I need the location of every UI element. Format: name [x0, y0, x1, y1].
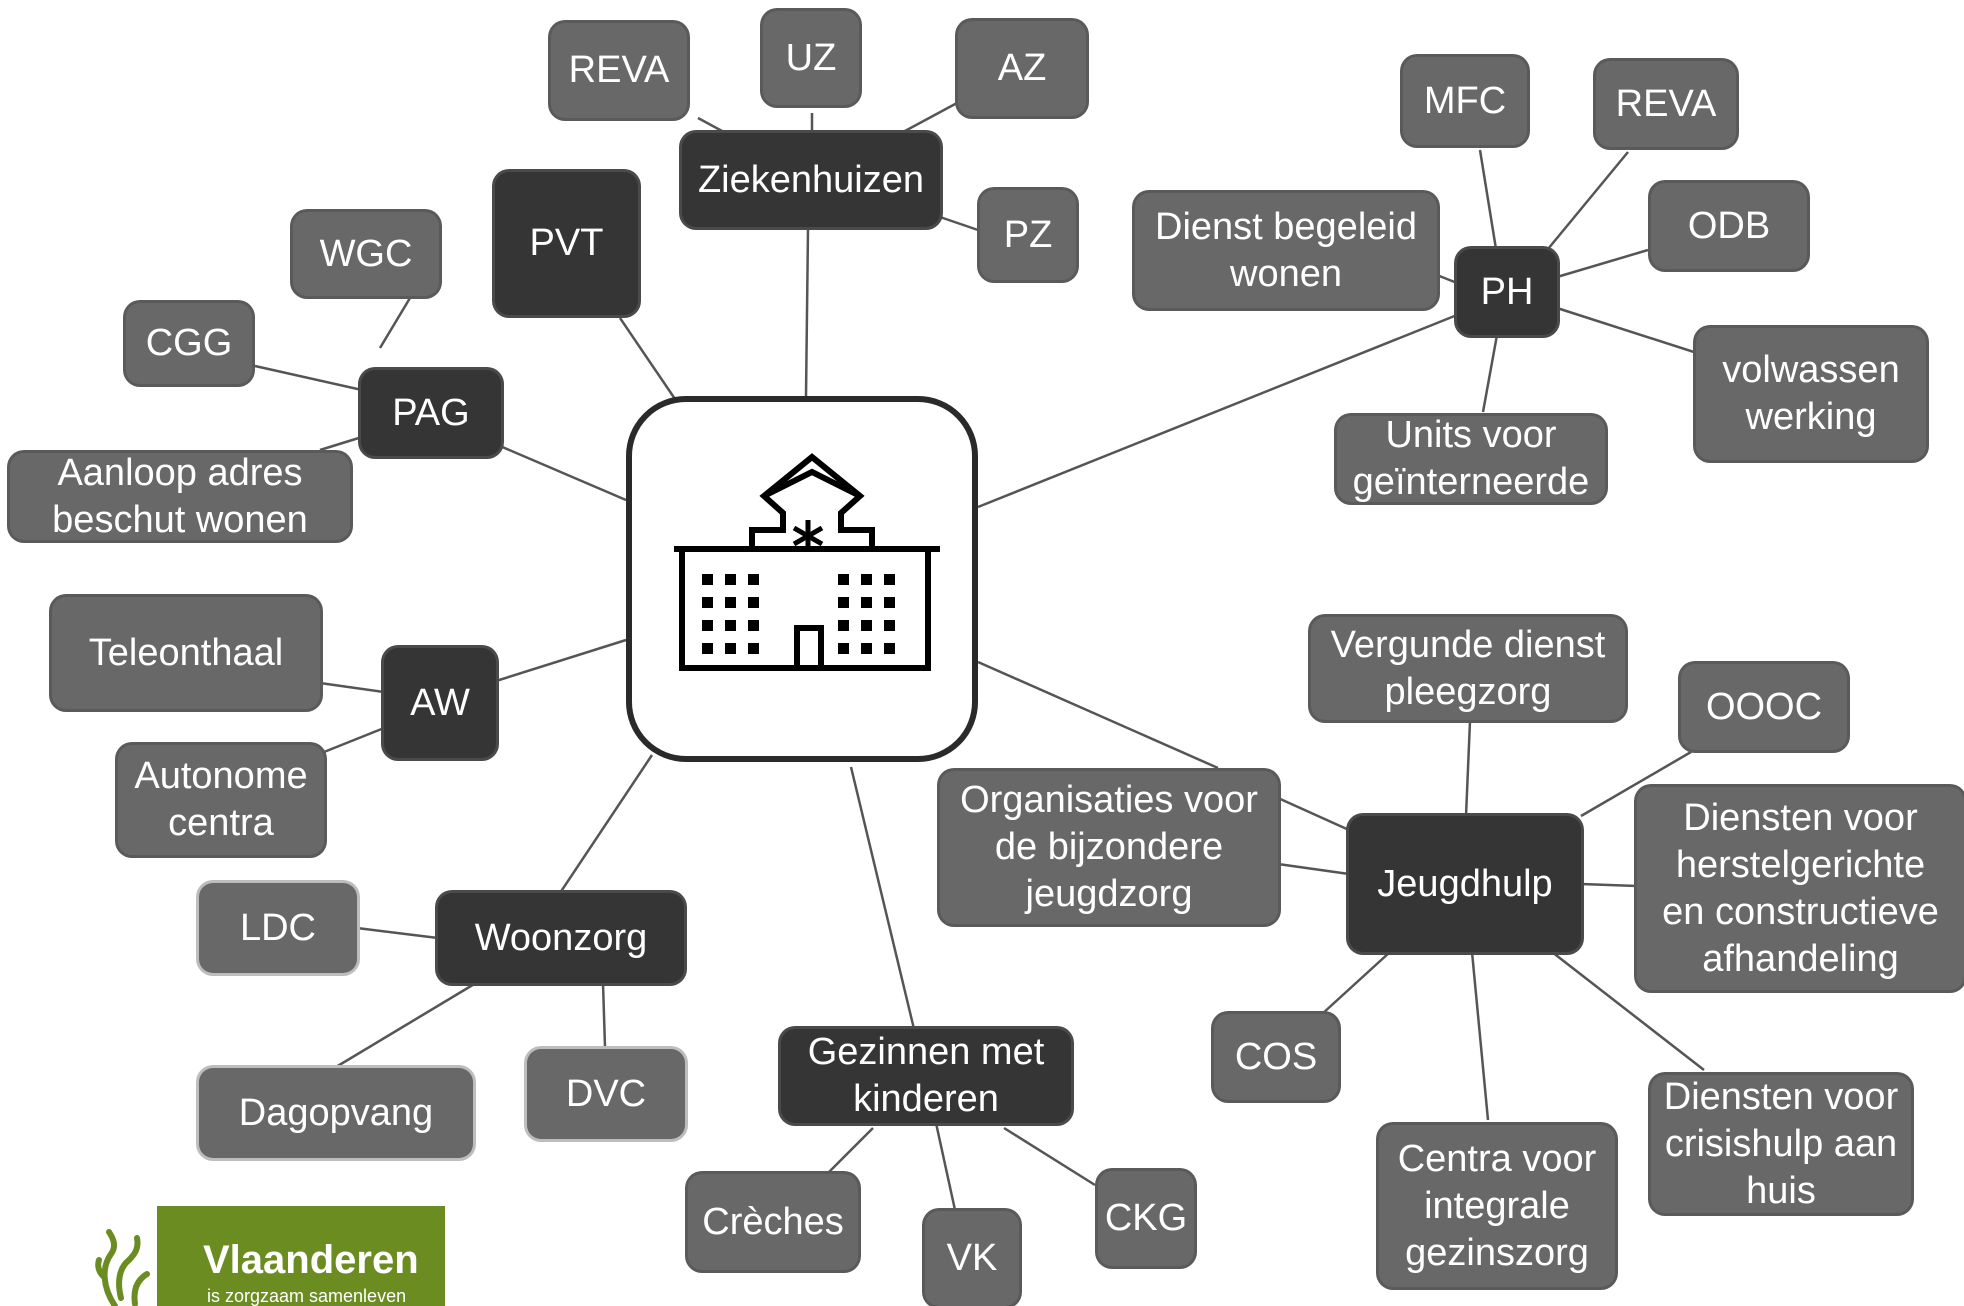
node-gezinnen-met-kinderen: Gezinnen met kinderen	[781, 1029, 1071, 1123]
connector-line	[977, 660, 1219, 770]
node-dvc: DVC	[527, 1049, 685, 1139]
connector-line	[1464, 720, 1472, 817]
node-autonome-centra: Autonome centra	[118, 745, 324, 855]
node-pag: PAG	[361, 370, 501, 456]
connector-line	[697, 116, 723, 133]
node-teleonthaal: Teleonthaal	[52, 597, 320, 709]
node-jeugdhulp: Jeugdhulp	[1349, 816, 1581, 952]
node-pz: PZ	[980, 190, 1076, 280]
node-wgc: WGC	[293, 212, 439, 296]
connector-line	[1547, 151, 1629, 250]
connector-line	[939, 215, 979, 232]
node-dagopvang: Dagopvang	[199, 1068, 473, 1158]
node-cos: COS	[1214, 1014, 1338, 1100]
node-aw: AW	[384, 648, 496, 758]
connector-line	[1321, 951, 1391, 1015]
connector-line	[254, 364, 363, 392]
connector-line	[804, 228, 810, 397]
lion-icon	[95, 1229, 150, 1306]
connector-line	[1556, 248, 1649, 279]
connector-line	[1436, 273, 1458, 285]
connector-line	[601, 982, 607, 1048]
connector-line	[378, 297, 412, 349]
node-mfc: MFC	[1403, 57, 1527, 145]
node-az: AZ	[958, 21, 1086, 116]
connector-line	[323, 726, 385, 754]
connector-line	[1556, 306, 1698, 355]
node-dienst-begeleid-wonen: Dienst begeleid wonen	[1135, 193, 1437, 308]
node-reva-ph: REVA	[1596, 61, 1736, 147]
node-ckg: CKG	[1098, 1171, 1194, 1266]
node-organisaties-bijzondere-jeugdzorg: Organisaties voor de bijzondere jeugdzor…	[940, 771, 1278, 924]
connector-line	[934, 1122, 957, 1211]
connector-line	[495, 638, 627, 683]
node-reva-hospital: REVA	[551, 23, 687, 118]
node-ph: PH	[1457, 249, 1557, 335]
connector-line	[1277, 862, 1350, 876]
connector-line	[977, 313, 1458, 509]
node-volwassen-werking: volwassen werking	[1696, 328, 1926, 460]
node-vergunde-dienst-pleegzorg: Vergunde dienst pleegzorg	[1311, 617, 1625, 720]
node-centra-integrale-gezinszorg: Centra voor integrale gezinszorg	[1379, 1125, 1615, 1287]
connector-line	[849, 766, 916, 1030]
connector-line	[1481, 334, 1499, 413]
node-vk: VK	[925, 1211, 1019, 1306]
hospital-icon	[674, 453, 940, 671]
connector-line	[319, 435, 363, 452]
node-woonzorg: Woonzorg	[438, 893, 684, 983]
connector-line	[1003, 1126, 1096, 1187]
node-creches: Crèches	[688, 1174, 858, 1270]
connector-line	[827, 1127, 874, 1174]
logo-brand-text: Vlaanderen	[203, 1238, 419, 1282]
logo-tagline: is zorgzaam samenleven	[207, 1286, 407, 1306]
node-units-geinterneerde: Units voor geïnterneerde	[1337, 414, 1605, 503]
connector-line	[1277, 796, 1350, 832]
connector-line	[1478, 149, 1498, 250]
hospital-center-node	[626, 396, 978, 762]
node-oooc: OOOC	[1681, 664, 1847, 750]
connector-line	[319, 681, 385, 694]
vlaanderen-logo: Vlaanderen is zorgzaam samenleven	[95, 1206, 447, 1306]
connector-line	[1580, 882, 1638, 888]
node-herstelgerichte-afhandeling: Diensten voor herstelgerichte en constru…	[1637, 787, 1964, 990]
node-aanloop-adres: Aanloop adres beschut wonen	[10, 452, 350, 541]
connector-line	[618, 317, 677, 400]
node-pvt: PVT	[495, 172, 638, 315]
node-ldc: LDC	[199, 883, 357, 973]
connector-line	[1470, 951, 1490, 1121]
node-uz: UZ	[763, 11, 859, 105]
node-cgg: CGG	[126, 303, 252, 384]
logo-banner	[157, 1206, 445, 1306]
node-crisishulp-aan-huis: Diensten voor crisishulp aan huis	[1651, 1075, 1911, 1213]
connector-line	[499, 444, 627, 502]
connector-line	[356, 926, 439, 940]
connector-line	[904, 101, 958, 133]
connector-line	[1551, 951, 1705, 1071]
node-odb: ODB	[1651, 183, 1807, 269]
node-ziekenhuizen: Ziekenhuizen	[682, 133, 940, 227]
connector-line	[558, 754, 654, 894]
connector-line	[1580, 750, 1692, 818]
connector-line	[335, 981, 477, 1069]
